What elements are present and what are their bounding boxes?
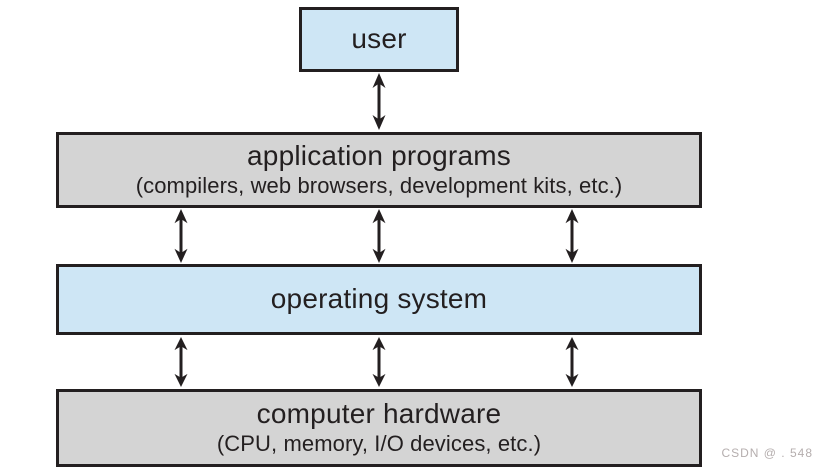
bidirectional-arrow-os-hw-right [565, 337, 579, 387]
layer-title-application-programs: application programs [247, 139, 511, 171]
layer-title-user: user [351, 23, 407, 55]
layer-title-operating-system: operating system [270, 283, 488, 315]
layer-subtitle-computer-hardware: (CPU, memory, I/O devices, etc.) [216, 430, 542, 456]
bidirectional-arrow-os-hw-center [372, 337, 386, 387]
layer-subtitle-application-programs: (compilers, web browsers, development ki… [135, 172, 623, 198]
bidirectional-arrow-app-os-center [372, 209, 386, 263]
layer-box-computer-hardware: computer hardware (CPU, memory, I/O devi… [56, 389, 702, 467]
layer-title-computer-hardware: computer hardware [256, 397, 502, 429]
bidirectional-arrow-os-hw-left [174, 337, 188, 387]
bidirectional-arrow-user-applications [372, 73, 386, 130]
layer-box-application-programs: application programs (compilers, web bro… [56, 132, 702, 208]
watermark-text: CSDN @ . 548 [721, 446, 813, 460]
bidirectional-arrow-app-os-left [174, 209, 188, 263]
bidirectional-arrow-app-os-right [565, 209, 579, 263]
layer-box-user: user [299, 7, 459, 72]
layer-box-operating-system: operating system [56, 264, 702, 335]
